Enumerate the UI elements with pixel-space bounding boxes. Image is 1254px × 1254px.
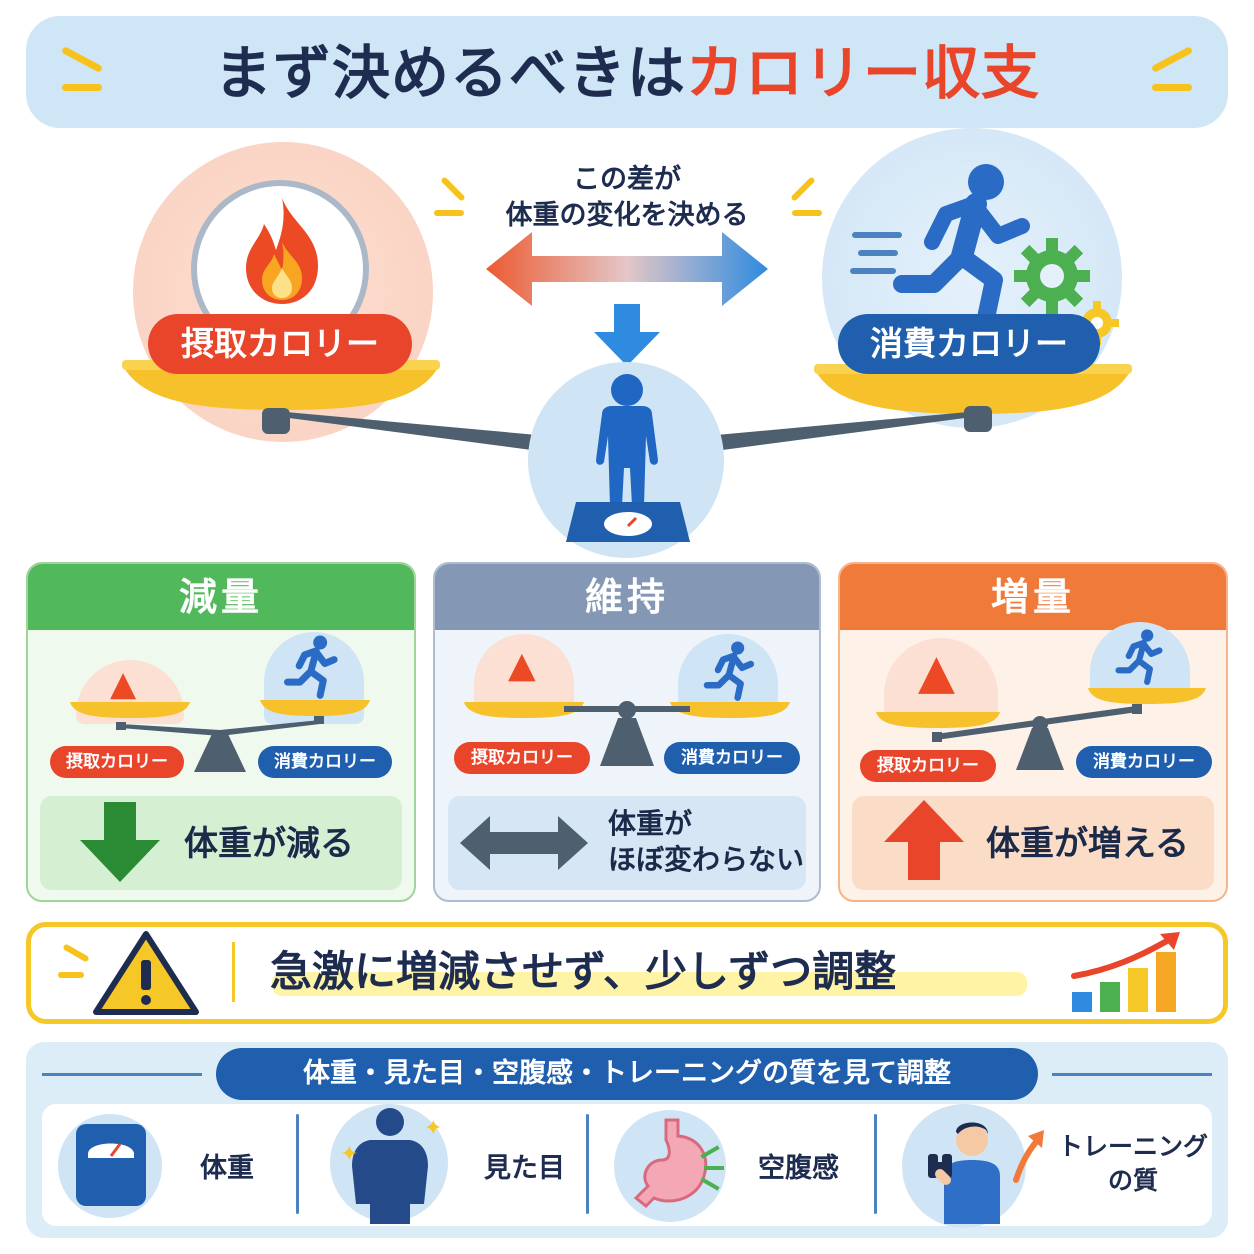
sparkle-icon <box>792 210 822 216</box>
flame-icon <box>246 198 318 304</box>
title-red-part: カロリー収支 <box>686 39 1041 107</box>
heading-rule-right <box>1052 1073 1212 1076</box>
bar-chart-up-icon <box>1071 932 1180 1012</box>
body-silhouette-icon <box>352 1108 428 1224</box>
stomach-icon <box>633 1118 708 1209</box>
dumbbell-person-icon <box>928 1122 1000 1224</box>
weight-scale-icon <box>76 1124 146 1206</box>
weight-item-label: 体重 <box>200 1153 254 1184</box>
mini-scale <box>464 701 790 766</box>
card-lose-intake-pill: 摂取カロリー <box>50 746 184 778</box>
bottom-heading: 体重・見た目・空腹感・トレーニングの質を見て調整 <box>216 1048 1038 1100</box>
card-lose-title: 減量 <box>28 564 414 630</box>
mini-scale <box>70 700 370 772</box>
item-divider <box>874 1114 877 1214</box>
speed-line <box>850 268 896 274</box>
heading-rule-left <box>42 1073 202 1076</box>
double-arrow-icon <box>460 816 588 870</box>
sparkle-icon <box>58 972 84 978</box>
mini-intake-bubble <box>884 638 998 720</box>
card-maintain-title: 維持 <box>435 564 819 630</box>
appearance-item-label: 見た目 <box>484 1153 565 1184</box>
card-gain-result: 体重が増える <box>986 824 1189 864</box>
flame-icon: ▲ <box>110 664 137 704</box>
runner-icon <box>284 635 338 699</box>
sparkle-icon <box>434 210 464 216</box>
item-divider <box>586 1114 589 1214</box>
flame-icon: ▲ <box>508 645 536 686</box>
mini-intake-bubble <box>474 634 574 714</box>
card-lose-burn-pill: 消費カロリー <box>258 746 392 778</box>
intake-label-pill: 摂取カロリー <box>148 314 412 374</box>
warning-text: 急激に増減させず、少しずつ調整 <box>270 947 897 996</box>
item-divider <box>296 1114 299 1214</box>
arrow-up-icon <box>884 800 964 880</box>
arrow-up-icon <box>1013 1130 1044 1183</box>
arrow-down-icon <box>80 802 160 882</box>
sparkle-icon: ✦ <box>424 1116 443 1141</box>
card-maintain-result: 体重が ほぼ変わらない <box>608 806 804 878</box>
runner-icon <box>1115 629 1163 685</box>
bathroom-scale-icon <box>566 502 690 542</box>
difference-note-line1: この差が <box>573 164 681 195</box>
card-gain-burn-pill: 消費カロリー <box>1076 746 1212 778</box>
speed-line <box>858 250 898 256</box>
runner-icon <box>703 641 755 701</box>
card-lose-result: 体重が減る <box>184 824 354 864</box>
sparkle-icon: ✦ <box>340 1142 359 1167</box>
scale-beam <box>262 406 992 458</box>
warning-icon <box>93 931 199 1015</box>
sparkle-icon <box>1152 84 1192 91</box>
growl-line <box>704 1166 724 1170</box>
title-banner <box>26 16 1228 128</box>
runner-icon <box>893 164 1030 327</box>
flame-icon: ▲ <box>918 644 955 700</box>
difference-double-arrow <box>486 232 768 306</box>
title-dark-part: まず決めるべきは <box>213 39 686 107</box>
sparkle-icon <box>62 84 102 91</box>
training-item-label: トレーニング の質 <box>1058 1130 1208 1198</box>
speed-line <box>852 232 902 238</box>
warning-highlight <box>272 972 1027 996</box>
training-item-label-line1: トレーニング <box>1058 1132 1209 1161</box>
warning-divider <box>232 942 235 1002</box>
gear-icon <box>1014 238 1090 314</box>
card-maintain-result-line1: 体重が <box>608 807 693 840</box>
down-arrow-icon <box>594 304 660 366</box>
card-maintain-burn-pill: 消費カロリー <box>664 742 800 774</box>
page-title: まず決めるべきはカロリー収支 <box>0 26 1254 110</box>
training-item-label-line2: の質 <box>1107 1166 1158 1195</box>
hunger-item-label: 空腹感 <box>758 1153 839 1184</box>
person-icon <box>596 374 658 511</box>
difference-note: この差が 体重の変化を決める <box>427 162 827 234</box>
burn-label-pill: 消費カロリー <box>838 314 1100 374</box>
card-maintain-intake-pill: 摂取カロリー <box>454 742 590 774</box>
mini-scale <box>876 688 1206 770</box>
difference-note-line2: 体重の変化を決める <box>505 200 749 231</box>
card-gain-title: 増量 <box>840 564 1226 630</box>
card-maintain-result-line2: ほぼ変わらない <box>608 843 805 876</box>
card-gain-intake-pill: 摂取カロリー <box>860 750 996 782</box>
